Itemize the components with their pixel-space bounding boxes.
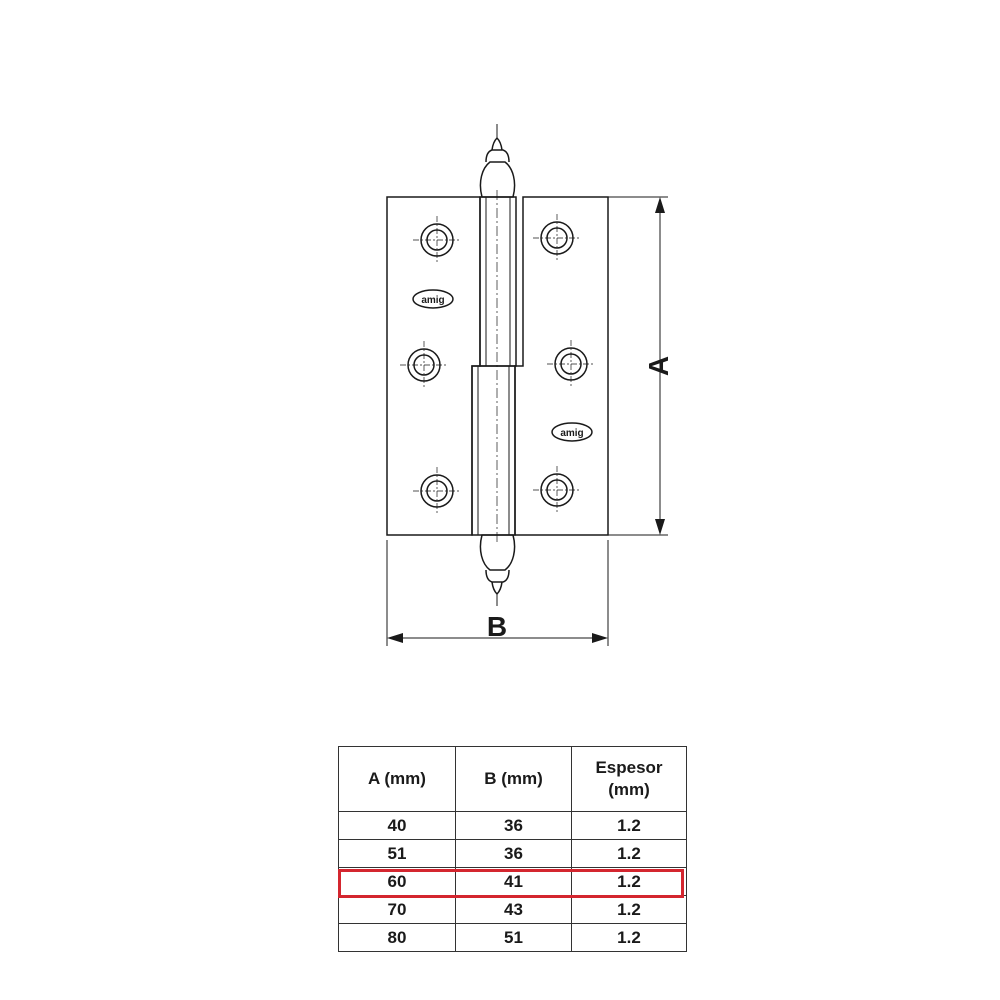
screw-hole (533, 214, 581, 262)
screw-hole (547, 340, 595, 388)
cell-a: 51 (338, 839, 456, 868)
cell-a: 60 (338, 867, 456, 896)
screw-hole (413, 216, 461, 264)
cell-espesor: 1.2 (571, 867, 687, 896)
dimension-b (386, 540, 609, 646)
cell-a: 70 (338, 895, 456, 924)
table-header-row: A (mm) B (mm) Espesor(mm) (338, 746, 687, 812)
top-finial (479, 124, 516, 198)
cell-b: 36 (455, 811, 572, 840)
cell-b: 51 (455, 923, 572, 952)
hinge-knuckle (471, 190, 517, 545)
header-espesor: Espesor(mm) (571, 746, 687, 812)
cell-b: 41 (455, 867, 572, 896)
logo-right: amig (551, 422, 593, 442)
cell-espesor: 1.2 (571, 895, 687, 924)
spec-table: A (mm) B (mm) Espesor(mm) 40 36 1.2 51 3… (338, 746, 687, 952)
screw-hole (533, 466, 581, 514)
table-row: 70 43 1.2 (338, 895, 687, 924)
cell-a: 40 (338, 811, 456, 840)
cell-espesor: 1.2 (571, 811, 687, 840)
cell-a: 80 (338, 923, 456, 952)
cell-b: 36 (455, 839, 572, 868)
svg-text:amig: amig (560, 428, 583, 439)
dimension-b-label: B (487, 611, 507, 642)
dimension-a (608, 196, 668, 536)
screw-hole (400, 341, 448, 389)
cell-espesor: 1.2 (571, 923, 687, 952)
hinge-drawing: amig amig A B (386, 124, 674, 646)
logo-left: amig (412, 289, 454, 309)
bottom-finial (479, 534, 516, 606)
dimension-a-label: A (643, 356, 674, 376)
table-row: 51 36 1.2 (338, 839, 687, 868)
header-b: B (mm) (455, 746, 572, 812)
cell-espesor: 1.2 (571, 839, 687, 868)
table-row: 80 51 1.2 (338, 923, 687, 952)
header-a: A (mm) (338, 746, 456, 812)
table-row: 40 36 1.2 (338, 811, 687, 840)
svg-text:amig: amig (421, 295, 444, 306)
screw-holes (400, 214, 595, 515)
screw-hole (413, 467, 461, 515)
cell-b: 43 (455, 895, 572, 924)
table-row-highlighted: 60 41 1.2 (338, 867, 687, 896)
